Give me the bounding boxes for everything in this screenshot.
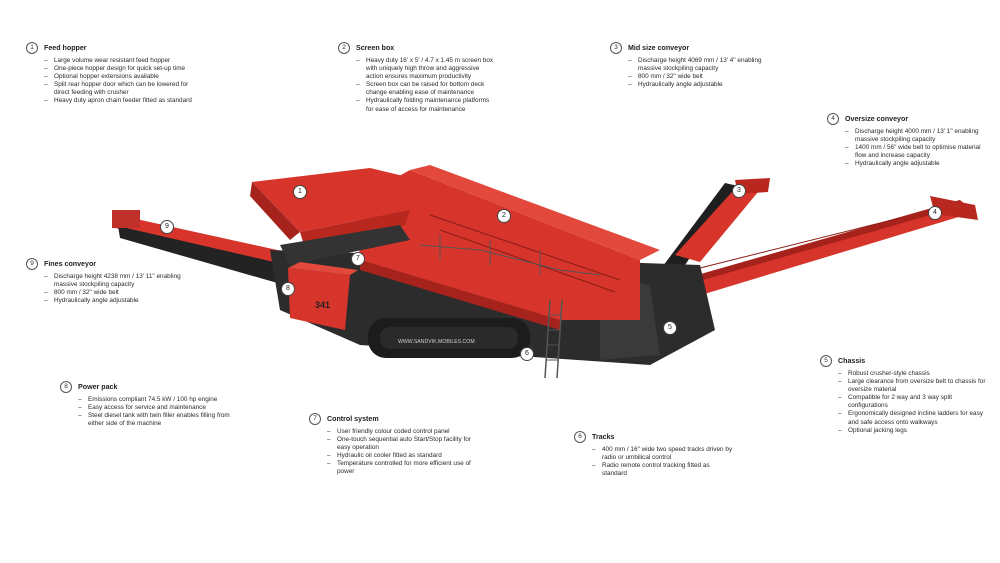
callout-item: Temperature controlled for more efficien… — [327, 460, 479, 476]
tracks: WWW.SANDVIK.MOBILES.COM — [368, 318, 530, 358]
callout-item: Large volume wear resistant feed hopper — [44, 57, 196, 65]
callout-item: Ergonomically designed incline ladders f… — [838, 410, 990, 426]
marker-7: 7 — [351, 252, 365, 266]
callout-number: 1 — [26, 42, 38, 54]
callout-feed-hopper: 1 Feed hopper Large volume wear resistant… — [26, 42, 196, 106]
marker-2: 2 — [497, 209, 511, 223]
callout-item: Optional jacking legs — [838, 427, 990, 435]
callout-item: Easy access for service and maintenance — [78, 404, 235, 412]
callout-number: 7 — [309, 413, 321, 425]
walkway-railing — [419, 235, 601, 276]
callout-title: Tracks — [592, 432, 615, 441]
callout-item: Hydraulically angle adjustable — [845, 160, 989, 168]
callout-number: 5 — [820, 355, 832, 367]
callout-power-pack: 8 Power pack Emissions compliant 74.5 kW … — [60, 381, 235, 428]
callout-number: 6 — [574, 431, 586, 443]
callout-item: Discharge height 4069 mm / 13' 4" enabli… — [628, 57, 775, 73]
ladder — [544, 299, 563, 379]
marker-3: 3 — [732, 184, 746, 198]
feed-hopper — [250, 168, 420, 265]
callout-item: One-piece hopper design for quick set-up… — [44, 65, 196, 73]
callout-screen-box: 2 Screen box Heavy duty 16' x 5' / 4.7 x … — [338, 42, 498, 114]
callout-title: Control system — [327, 414, 379, 423]
callout-item: 800 mm / 32" wide belt — [628, 73, 775, 81]
callout-item: Discharge height 4000 mm / 13' 1" enabli… — [845, 128, 989, 144]
callout-item: Emissions compliant 74.5 kW / 100 hp eng… — [78, 396, 235, 404]
callout-item: 400 mm / 16" wide two speed tracks drive… — [592, 446, 734, 462]
callout-item: Hydraulic oil cooler fitted as standard — [327, 452, 479, 460]
callout-title: Power pack — [78, 382, 118, 391]
callout-chassis: 5 Chassis Robust crusher-style chassis La… — [820, 355, 990, 435]
callout-title: Chassis — [838, 356, 866, 365]
callout-item: Heavy duty apron chain feeder fitted as … — [44, 97, 196, 105]
marker-1: 1 — [293, 185, 307, 199]
callout-item: Hydraulically angle adjustable — [44, 297, 196, 305]
callout-title: Fines conveyor — [44, 259, 97, 268]
model-label: 341 — [315, 300, 330, 310]
marker-4: 4 — [928, 206, 942, 220]
callout-mid-size-conveyor: 3 Mid size conveyor Discharge height 4069… — [610, 42, 775, 89]
marker-8: 8 — [281, 282, 295, 296]
callout-fines-conveyor: 9 Fines conveyor Discharge height 4238 mm… — [26, 258, 196, 305]
callout-item: Discharge height 4238 mm / 13' 11" enabl… — [44, 273, 196, 289]
callout-item: Screen box can be raised for bottom deck… — [356, 81, 498, 97]
callout-control-system: 7 Control system User friendly colour cod… — [309, 413, 479, 477]
marker-5: 5 — [663, 321, 677, 335]
callout-item: Split rear hopper door which can be lowe… — [44, 81, 196, 97]
marker-9: 9 — [160, 220, 174, 234]
mid-size-conveyor — [660, 178, 770, 280]
callout-item: Steel diesel tank with twin filler enabl… — [78, 412, 235, 428]
callout-item: Radio remote control tracking fitted as … — [592, 462, 734, 478]
callout-number: 9 — [26, 258, 38, 270]
callout-item: Large clearance from oversize belt to ch… — [838, 378, 990, 394]
callout-number: 3 — [610, 42, 622, 54]
screen-box — [355, 165, 660, 330]
callout-item: Compatible for 2 way and 3 way split con… — [838, 394, 990, 410]
callout-title: Feed hopper — [44, 43, 87, 52]
callout-item: Hydraulically folding maintenance platfo… — [356, 97, 498, 113]
callout-item: 800 mm / 32" wide belt — [44, 289, 196, 297]
track-label: WWW.SANDVIK.MOBILES.COM — [398, 339, 475, 345]
callout-tracks: 6 Tracks 400 mm / 16" wide two speed trac… — [574, 431, 734, 478]
marker-6: 6 — [520, 347, 534, 361]
callout-item: User friendly colour coded control panel — [327, 428, 479, 436]
callout-title: Screen box — [356, 43, 395, 52]
callout-title: Oversize conveyor — [845, 114, 909, 123]
callout-item: 1400 mm / 56" wide belt to optimise mate… — [845, 144, 989, 160]
callout-number: 8 — [60, 381, 72, 393]
power-pack-housing: 341 — [288, 262, 358, 330]
callout-title: Mid size conveyor — [628, 43, 690, 52]
callout-item: One-touch sequential auto Start/Stop fac… — [327, 436, 479, 452]
callout-item: Heavy duty 16' x 5' / 4.7 x 1.45 m scree… — [356, 57, 498, 81]
callout-item: Robust crusher-style chassis — [838, 370, 990, 378]
callout-number: 4 — [827, 113, 839, 125]
callout-oversize-conveyor: 4 Oversize conveyor Discharge height 4000… — [827, 113, 989, 169]
callout-item: Optional hopper extensions available — [44, 73, 196, 81]
callout-number: 2 — [338, 42, 350, 54]
callout-item: Hydraulically angle adjustable — [628, 81, 775, 89]
